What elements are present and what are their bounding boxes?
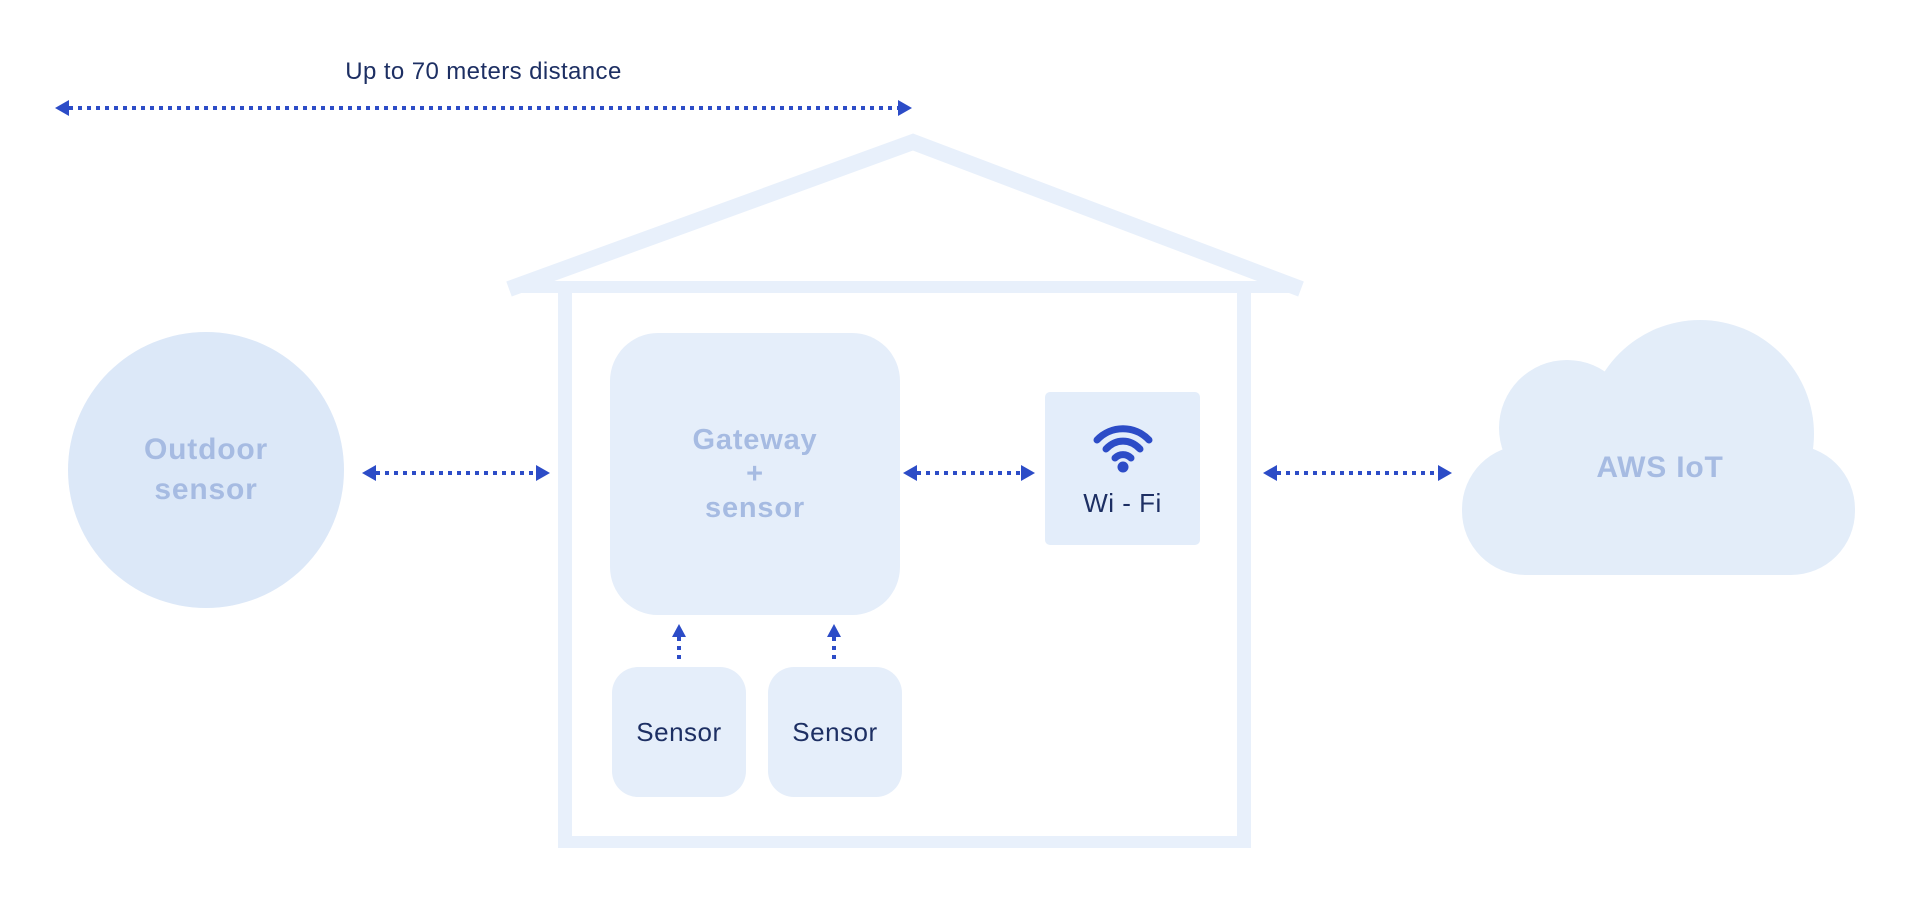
sensor-right-label: Sensor xyxy=(792,716,878,747)
aws-iot-label: AWS IoT xyxy=(1596,451,1724,484)
distance-arrow xyxy=(55,100,912,116)
wifi-label: Wi - Fi xyxy=(1083,488,1162,518)
arrow-line xyxy=(832,637,836,662)
distance-note: Up to 70 meters distance xyxy=(345,58,622,85)
outdoor-sensor-node: Outdoor sensor xyxy=(68,332,344,608)
arrow-line xyxy=(376,471,536,475)
arrow-line xyxy=(917,471,1021,475)
arrow-line xyxy=(677,637,681,662)
arrow-wifi-cloud xyxy=(1263,465,1452,481)
distance-arrow-line xyxy=(69,106,898,110)
arrow-line xyxy=(1277,471,1438,475)
arrow-gateway-wifi xyxy=(903,465,1035,481)
cloud-shape xyxy=(1462,320,1855,575)
outdoor-sensor-label: Outdoor sensor xyxy=(144,433,268,506)
arrow-sensor-right-gateway xyxy=(827,624,841,662)
sensor-left-label: Sensor xyxy=(636,716,722,747)
gateway-label: Gateway + sensor xyxy=(692,424,818,524)
wifi-icon xyxy=(1091,418,1155,474)
wifi-node: Wi - Fi xyxy=(1045,392,1200,545)
arrow-outdoor-gateway xyxy=(362,465,550,481)
sensor-left-node: Sensor xyxy=(612,667,746,797)
house-outline xyxy=(506,133,1304,848)
sensor-right-node: Sensor xyxy=(768,667,902,797)
arrow-sensor-left-gateway xyxy=(672,624,686,662)
gateway-node: Gateway + sensor xyxy=(610,333,900,615)
